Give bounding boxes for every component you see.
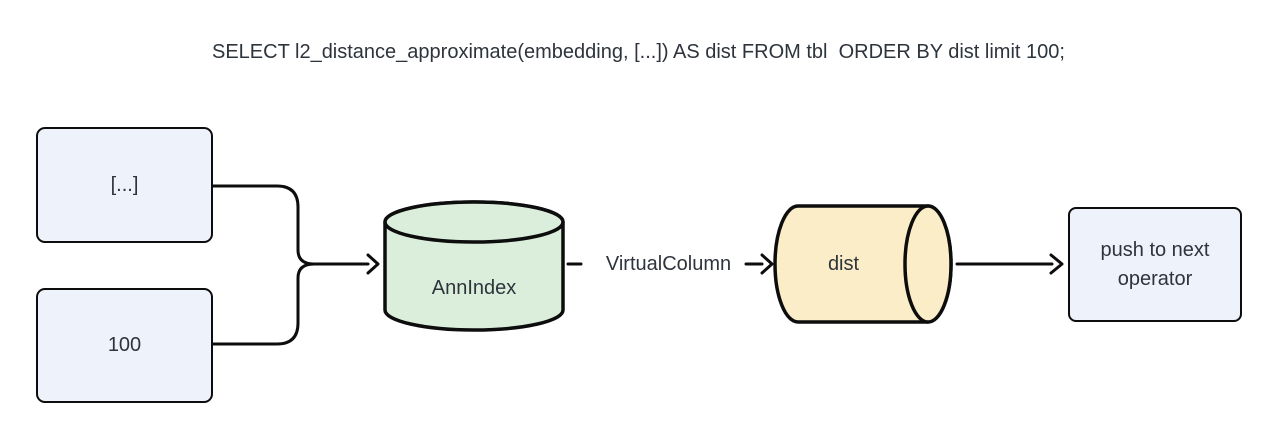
virtualcolumn-edge-label: VirtualColumn (605, 253, 732, 275)
dist-label: dist (827, 253, 860, 275)
limit-label: 100 (107, 334, 142, 356)
limit-box-connector (211, 262, 316, 346)
annindex-cylinder-top-rim (383, 200, 565, 244)
vector-literal-box: [...] (36, 127, 213, 243)
limit-box: 100 (36, 288, 213, 403)
annindex-label: AnnIndex (431, 277, 517, 299)
dist-out-arrowhead-icon (1049, 253, 1064, 275)
virtualcolumn-arrowhead-icon (760, 253, 774, 275)
next-operator-box: push to next operator (1068, 207, 1242, 322)
next-operator-label: push to next operator (1100, 238, 1210, 290)
vector-box-connector (211, 184, 316, 266)
dist-cylinder-end-rim (903, 204, 953, 324)
vector-literal-label: [...] (110, 173, 139, 196)
merge-arrowhead-icon (366, 253, 380, 275)
sql-query-title: SELECT l2_distance_approximate(embedding… (212, 41, 1065, 63)
